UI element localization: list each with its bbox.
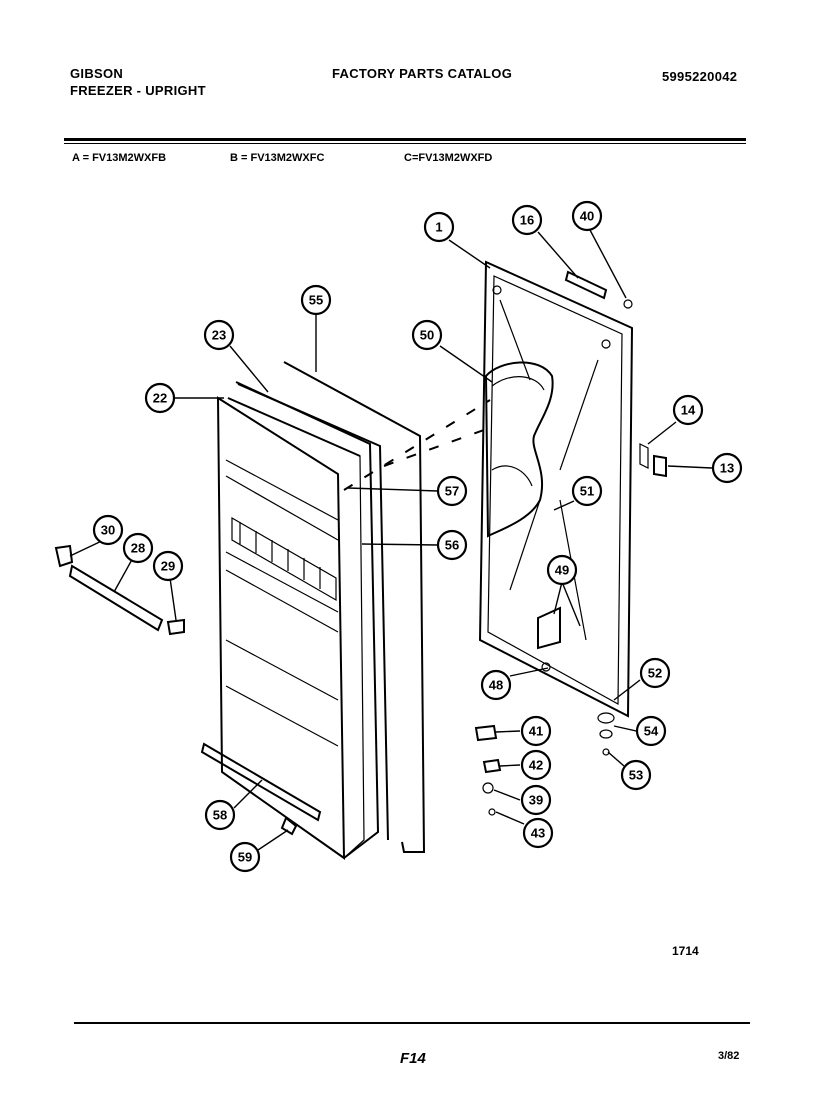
callout-57: 57 <box>436 475 468 507</box>
callout-1: 1 <box>423 211 455 243</box>
model-c: C=FV13M2WXFD <box>404 152 493 164</box>
kick-plate-assembly <box>200 742 322 836</box>
model-a: A = FV13M2WXFB <box>72 152 167 164</box>
door-handle-assembly <box>54 544 185 636</box>
callout-22: 22 <box>144 382 176 414</box>
svg-text:57: 57 <box>445 484 459 499</box>
catalog-date: 3/82 <box>718 1050 740 1062</box>
svg-text:59: 59 <box>238 850 252 865</box>
callout-23: 23 <box>203 319 235 351</box>
svg-text:53: 53 <box>629 768 643 783</box>
callout-30: 30 <box>92 514 124 546</box>
callout-39: 39 <box>520 784 552 816</box>
callout-40: 40 <box>571 200 603 232</box>
svg-text:30: 30 <box>101 523 115 538</box>
svg-text:23: 23 <box>212 328 226 343</box>
callout-28: 28 <box>122 532 154 564</box>
callout-55: 55 <box>300 284 332 316</box>
svg-text:56: 56 <box>445 538 459 553</box>
svg-text:28: 28 <box>131 541 145 556</box>
callout-49: 49 <box>546 554 578 586</box>
door-gasket <box>237 383 389 841</box>
svg-text:49: 49 <box>555 563 569 578</box>
svg-text:16: 16 <box>520 213 534 228</box>
callout-41: 41 <box>520 715 552 747</box>
callout-51: 51 <box>571 475 603 507</box>
svg-text:22: 22 <box>153 391 167 406</box>
callout-59: 59 <box>229 841 261 873</box>
svg-text:50: 50 <box>420 328 434 343</box>
leader-lines <box>69 229 713 851</box>
svg-text:52: 52 <box>648 666 662 681</box>
catalog-number: 5995220042 <box>662 69 738 84</box>
catalog-title: FACTORY PARTS CATALOG <box>332 66 513 81</box>
svg-text:40: 40 <box>580 209 594 224</box>
assembly-line-upper <box>343 399 491 491</box>
svg-text:39: 39 <box>529 793 543 808</box>
footer-rule <box>74 1022 750 1024</box>
svg-text:42: 42 <box>529 758 543 773</box>
header-rule-top <box>64 138 746 141</box>
callout-58: 58 <box>204 799 236 831</box>
callout-54: 54 <box>635 715 667 747</box>
inner-door-liner <box>216 396 365 860</box>
door-wire <box>283 361 426 853</box>
callout-52: 52 <box>639 657 671 689</box>
callout-48: 48 <box>480 669 512 701</box>
drawing-number: 1714 <box>672 944 699 958</box>
hinge-parts <box>474 270 667 816</box>
callout-29: 29 <box>152 550 184 582</box>
callout-16: 16 <box>511 204 543 236</box>
outer-door-panel <box>478 260 634 718</box>
brand-name: GIBSON <box>70 66 124 81</box>
svg-text:13: 13 <box>720 461 734 476</box>
svg-text:1: 1 <box>435 220 442 235</box>
svg-text:51: 51 <box>580 484 594 499</box>
svg-text:29: 29 <box>161 559 175 574</box>
svg-text:58: 58 <box>213 808 227 823</box>
callout-42: 42 <box>520 749 552 781</box>
header-rule-bottom <box>64 143 746 144</box>
assembly-line-middle <box>383 429 485 467</box>
page-code: F14 <box>400 1050 426 1067</box>
svg-text:43: 43 <box>531 826 545 841</box>
svg-text:54: 54 <box>644 724 659 739</box>
callout-14: 14 <box>672 394 704 426</box>
svg-text:48: 48 <box>489 678 503 693</box>
callout-43: 43 <box>522 817 554 849</box>
callout-53: 53 <box>620 759 652 791</box>
callout-56: 56 <box>436 529 468 561</box>
callout-13: 13 <box>711 452 743 484</box>
model-b: B = FV13M2WXFC <box>230 152 325 164</box>
product-type: FREEZER - UPRIGHT <box>70 83 206 98</box>
svg-text:14: 14 <box>681 403 696 418</box>
callout-50: 50 <box>411 319 443 351</box>
svg-text:55: 55 <box>309 293 323 308</box>
insulation-pad <box>484 361 554 538</box>
svg-text:41: 41 <box>529 724 543 739</box>
